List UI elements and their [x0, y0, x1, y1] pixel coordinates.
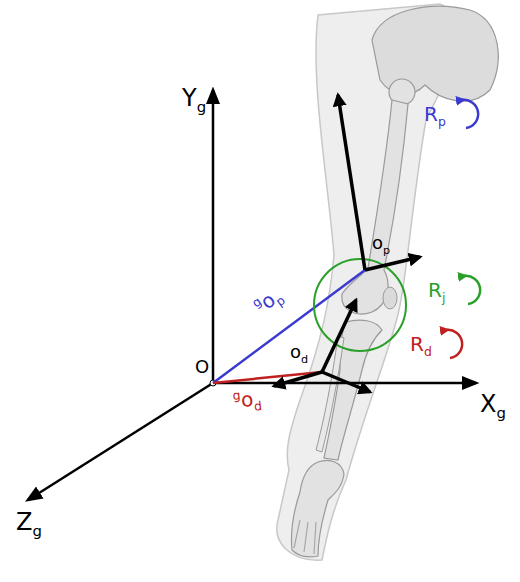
- z-axis: [28, 383, 213, 500]
- subscript: g: [496, 404, 505, 422]
- symbol-letter: R: [424, 102, 438, 126]
- subscript: d: [253, 398, 262, 414]
- axis-label: Yg: [182, 86, 206, 115]
- subscript: g: [32, 522, 41, 540]
- rotation-label: Rp: [424, 104, 446, 128]
- subscript: d: [301, 353, 308, 366]
- proximal-frame-axis: [338, 95, 365, 270]
- rotation-arc: [462, 100, 478, 128]
- proximal-frame-axis: [365, 257, 420, 270]
- rotation-label: Rd: [410, 334, 432, 358]
- proximal-position-vector: [213, 270, 365, 383]
- symbol-letter: o: [290, 341, 301, 362]
- y-axis: [212, 90, 215, 383]
- rotation-arc: [446, 330, 462, 358]
- vector-label: gop: [250, 284, 287, 321]
- frame-origin-label: op: [372, 234, 390, 256]
- axis-label: Xg: [480, 392, 506, 421]
- symbol-letter: X: [480, 390, 496, 418]
- symbol-letter: o: [372, 232, 383, 253]
- vector-label: god: [232, 387, 262, 415]
- symbol-letter: Y: [182, 84, 197, 112]
- subscript: p: [438, 114, 446, 129]
- subscript: g: [197, 98, 206, 116]
- symbol-letter: R: [410, 332, 424, 356]
- rotation-label: Rj: [428, 280, 445, 304]
- axis-label: Zg: [16, 510, 42, 539]
- femur-bone: [342, 100, 408, 314]
- foot-bones: [291, 461, 344, 557]
- toe-bones: [294, 520, 316, 554]
- distal-frame-axis: [322, 372, 370, 392]
- subscript: d: [424, 344, 432, 359]
- distal-frame-axis: [322, 300, 356, 372]
- subscript: p: [383, 244, 390, 257]
- origin-label: O: [195, 358, 209, 376]
- rotation-arc: [464, 276, 480, 304]
- symbol-letter: o: [240, 387, 255, 412]
- symbol-letter: R: [428, 278, 442, 302]
- joint-circle: [314, 259, 406, 351]
- distal-frame-axis: [274, 372, 322, 386]
- frame-origin-label: od: [290, 343, 308, 365]
- symbol-letter: O: [195, 356, 209, 377]
- symbol-letter: Z: [16, 508, 32, 536]
- subscript: j: [442, 290, 445, 305]
- patella-bone: [383, 287, 397, 309]
